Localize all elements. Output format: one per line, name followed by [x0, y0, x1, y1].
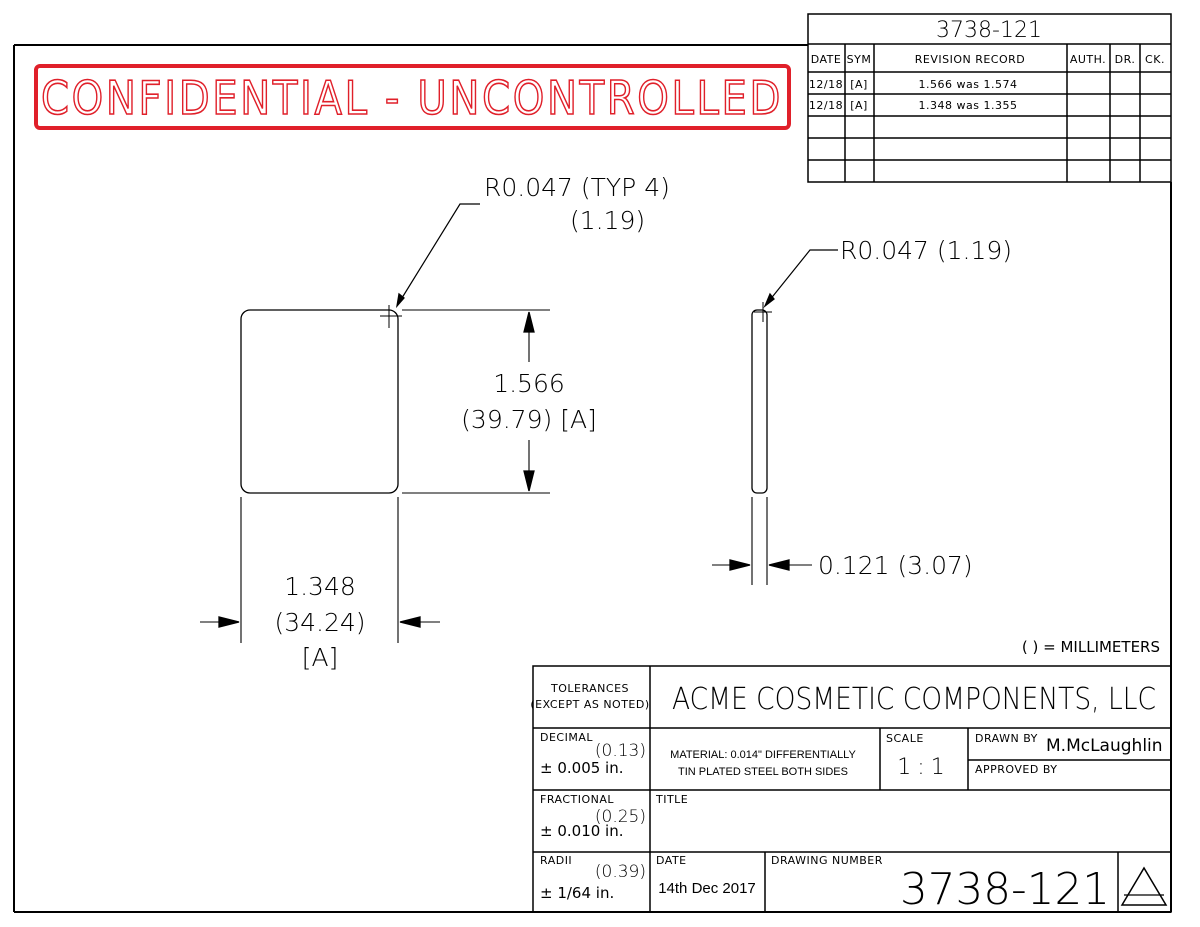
tolerances-label: TOLERANCES: [550, 682, 629, 695]
drawing-number-label: DRAWING NUMBER: [771, 854, 883, 867]
rev-header-ck: CK.: [1145, 53, 1165, 66]
drawn-by-label: DRAWN BY: [975, 732, 1038, 745]
decimal-label: DECIMAL: [540, 731, 593, 744]
drawn-by-value: M.McLaughlin: [1046, 736, 1163, 756]
material-line-1: MATERIAL: 0.014" DIFFERENTIALLY: [670, 749, 856, 761]
rev-row-2-date: 12/18: [809, 99, 843, 112]
scale-label: SCALE: [886, 732, 924, 745]
except-label: (EXCEPT AS NOTED): [530, 698, 649, 711]
material-line-2: TIN PLATED STEEL BOTH SIDES: [678, 766, 848, 778]
rev-header-auth: AUTH.: [1070, 53, 1106, 66]
radii-mm: (0.39): [595, 862, 646, 882]
width-dim-rev: [A]: [302, 643, 339, 672]
thickness-dim: 0.121 (3.07): [818, 551, 973, 580]
part-outline-side: [751, 309, 768, 494]
decimal-tolerance: ± 0.005 in.: [540, 759, 624, 777]
rev-header-dr: DR.: [1115, 53, 1136, 66]
confidential-banner-frame: [34, 64, 791, 130]
width-dim-mm: (34.24): [274, 608, 365, 637]
scale-value: 1:1: [897, 755, 950, 780]
drawing-number-top: 3738-121: [936, 18, 1042, 43]
rev-row-1-record: 1.566 was 1.574: [919, 78, 1018, 91]
side-radius-label: R0.047 (1.19): [840, 236, 1012, 265]
fractional-mm: (0.25): [595, 807, 646, 827]
company-name: ACME COSMETIC COMPONENTS, LLC: [672, 682, 1156, 717]
corner-radius-label-1: R0.047 (TYP 4): [484, 173, 670, 202]
rev-row-1-date: 12/18: [809, 78, 843, 91]
height-dim-mm: (39.79) [A]: [461, 405, 597, 434]
rev-header-record: REVISION RECORD: [915, 53, 1026, 66]
rev-header-date: DATE: [811, 53, 842, 66]
rev-header-sym: SYM: [847, 53, 872, 66]
revision-block: [807, 13, 1172, 183]
units-note: ( ) = MILLIMETERS: [1022, 638, 1160, 656]
drawing-number-value: 3738-121: [900, 864, 1110, 915]
width-dim-inch: 1.348: [284, 572, 356, 601]
part-outline-front: [240, 309, 399, 494]
rev-row-2-sym: [A]: [850, 99, 868, 112]
title-block: [532, 665, 1172, 913]
approved-by-label: APPROVED BY: [975, 763, 1058, 776]
radii-label: RADII: [540, 854, 572, 867]
rev-row-2-record: 1.348 was 1.355: [919, 99, 1018, 112]
confidential-banner-text: CONFIDENTIAL - UNCONTROLLED: [41, 71, 783, 125]
fractional-tolerance: ± 0.010 in.: [540, 822, 624, 840]
corner-radius-label-2: (1.19): [570, 206, 645, 235]
fractional-label: FRACTIONAL: [540, 793, 614, 806]
height-dim-inch: 1.566: [493, 369, 565, 398]
side-view: [712, 249, 838, 585]
date-value: 14th Dec 2017: [658, 880, 756, 897]
front-view: [200, 203, 550, 643]
revision-triangle-icon: [1120, 866, 1168, 906]
date-label: DATE: [656, 854, 687, 867]
title-label: TITLE: [655, 793, 688, 806]
decimal-mm: (0.13): [595, 741, 646, 761]
rev-row-1-sym: [A]: [850, 78, 868, 91]
radii-tolerance: ± 1/64 in.: [540, 884, 614, 902]
